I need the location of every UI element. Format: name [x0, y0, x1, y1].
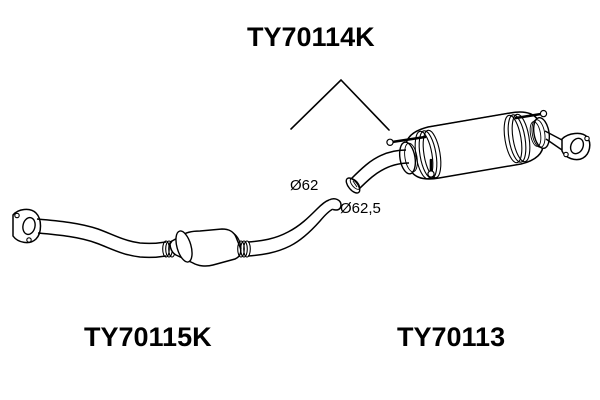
- front-pipe-lower-edge: [37, 232, 167, 259]
- muffler-hanger-rod-upper-left: [386, 135, 427, 146]
- part-label-ty70115k: TY70115K: [84, 322, 212, 352]
- dimension-label-pipe-front: Ø62: [290, 177, 319, 194]
- converter-outlet-collar: [237, 240, 251, 258]
- muffler-body: [404, 111, 545, 180]
- muffler-outlet-flange: [544, 130, 591, 161]
- front-pipe-inlet-flange: [12, 208, 42, 244]
- rear-pipe-lower-edge: [247, 208, 334, 257]
- part-label-ty70114k: TY70114K: [247, 22, 375, 52]
- muffler-hanger-rod-upper-right: [514, 109, 548, 120]
- rear-pipe-upper-edge: [247, 199, 330, 243]
- muffler-strap-band-right: [503, 113, 531, 164]
- front-pipe-upper-edge: [36, 218, 167, 245]
- muffler-inlet-pipe: [345, 149, 410, 194]
- muffler-right-end-cap: [529, 116, 551, 150]
- part-label-ty70113: TY70113: [397, 322, 506, 352]
- catalytic-converter-body: [169, 228, 242, 267]
- muffler-strap-band-left: [414, 129, 442, 180]
- leader-chevron: [290, 78, 390, 131]
- muffler-hanger-rod-lower-left: [427, 158, 435, 178]
- rear-pipe-tip: [328, 198, 342, 211]
- dimension-label-pipe-rear: Ø62,5: [340, 200, 381, 217]
- front-pipe-assembly: [12, 198, 342, 267]
- rear-muffler-assembly: [345, 109, 591, 194]
